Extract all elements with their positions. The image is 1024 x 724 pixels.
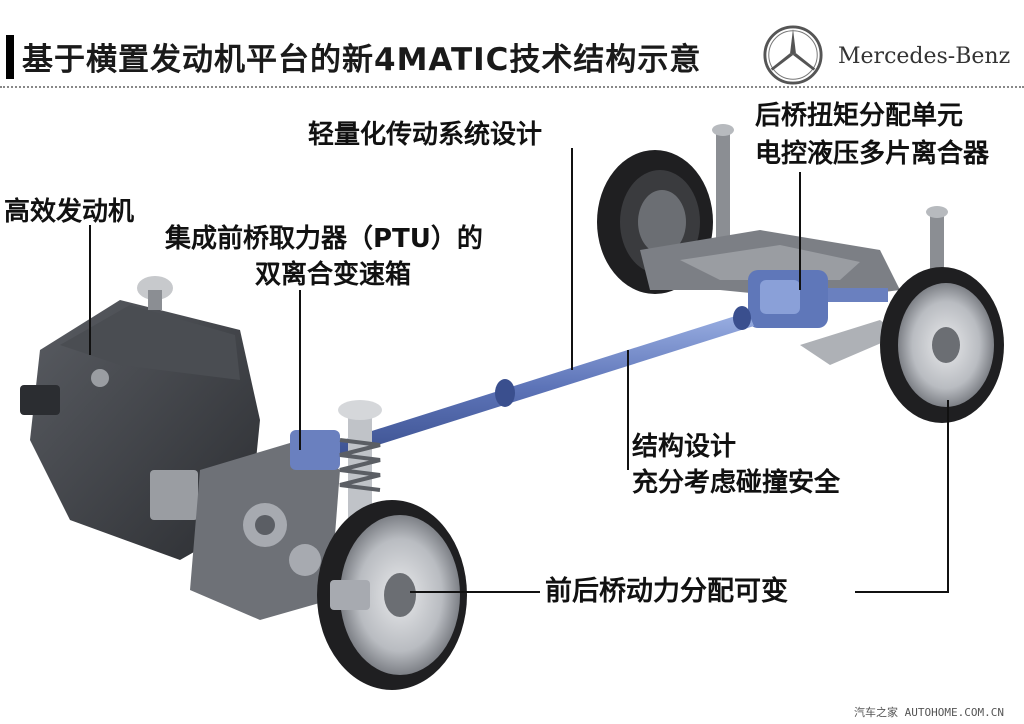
rear-axle-drive-unit — [748, 270, 888, 328]
label-structure-line1: 结构设计 — [632, 432, 737, 462]
front-wheel — [317, 500, 467, 690]
header-divider — [0, 86, 1024, 88]
label-structure-line2: 充分考虑碰撞安全 — [632, 468, 841, 498]
front-strut — [338, 400, 382, 520]
watermark: 汽车之家 AUTOHOME.COM.CN — [854, 706, 1004, 719]
label-efficient-engine: 高效发动机 — [4, 197, 135, 227]
page-title: 基于横置发动机平台的新4MATIC技术结构示意 — [22, 42, 702, 78]
label-ptu-gearbox-line2: 双离合变速箱 — [255, 260, 412, 290]
rear-subframe — [640, 230, 900, 365]
dual-clutch-gearbox — [190, 430, 340, 620]
propeller-shaft — [318, 306, 754, 462]
label-variable-distribution: 前后桥动力分配可变 — [545, 576, 788, 607]
mercedes-star-icon — [763, 25, 823, 85]
label-rear-axle-line1: 后桥扭矩分配单元 — [755, 101, 964, 131]
label-rear-axle-line2: 电控液压多片离合器 — [755, 139, 990, 169]
engine — [20, 276, 260, 560]
rear-right-wheel — [880, 267, 1004, 423]
label-lightweight-driveline: 轻量化传动系统设计 — [308, 120, 543, 150]
title-accent-bar — [6, 35, 14, 79]
brand-name: Mercedes-Benz — [838, 44, 1011, 69]
rear-left-strut — [712, 124, 734, 248]
label-ptu-gearbox-line1: 集成前桥取力器（PTU）的 — [165, 224, 483, 254]
